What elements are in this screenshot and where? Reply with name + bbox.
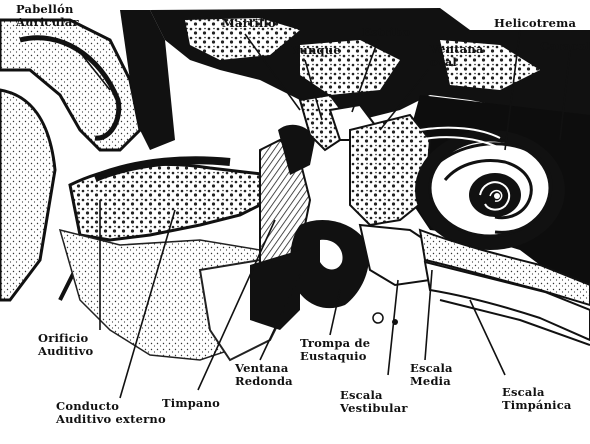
- label-escala-media: Escala Media: [410, 362, 453, 388]
- label-estribo: Estribo: [362, 26, 410, 39]
- label-conducto-auditivo-externo: Conducto Auditivo externo: [56, 400, 166, 426]
- label-escala-vestibular: Escala Vestibular: [340, 389, 408, 415]
- label-trompa-de-eustaquio: Trompa de Eustaquio: [300, 337, 370, 363]
- label-timpano: Timpano: [162, 397, 220, 410]
- label-ventana-oval: Ventana oval: [430, 43, 484, 69]
- label-escala-timpanica: Escala Timpánica: [502, 386, 572, 412]
- label-ventana-redonda: Ventana Redonda: [235, 362, 293, 388]
- label-orificio-auditivo: Orificio Auditivo: [38, 332, 93, 358]
- label-caracol: Caracol: [540, 40, 590, 53]
- label-martillo: Martillo: [222, 17, 276, 30]
- label-pabellon-auricular: Pabellón Auricular: [16, 3, 79, 29]
- label-helicotrema: Helicotrema: [494, 17, 576, 30]
- label-yunque: Yunque: [292, 44, 341, 57]
